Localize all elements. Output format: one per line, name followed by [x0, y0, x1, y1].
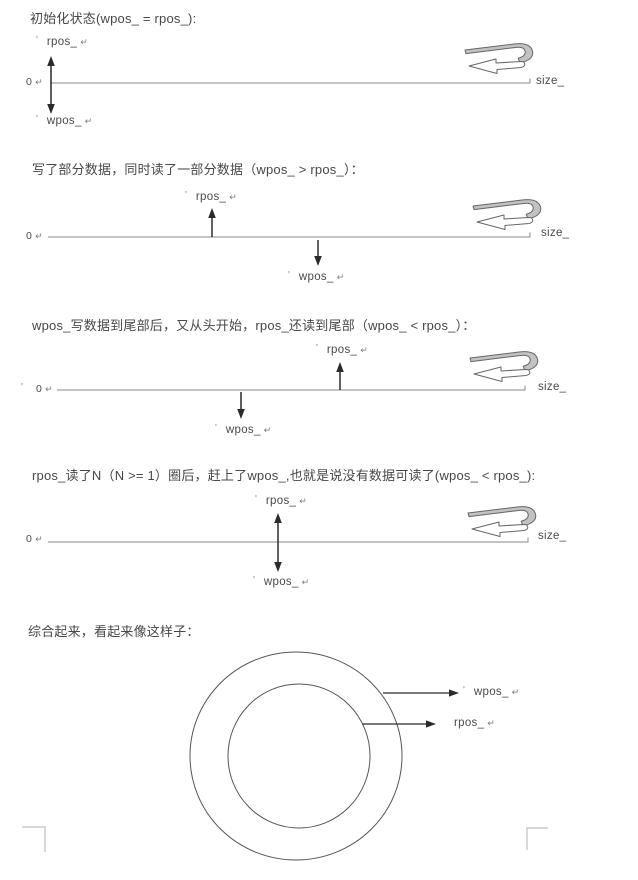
wpos-label: wpos_	[46, 115, 82, 127]
wpos-label: wpos_	[298, 271, 334, 283]
tick-mark: '	[255, 494, 257, 505]
paragraph-return-mark: ↵	[35, 534, 43, 544]
paragraph-return-mark: ↵	[35, 231, 43, 241]
tick-mark: '	[463, 685, 465, 696]
paragraph-return-mark: ↵	[336, 272, 345, 282]
section1-heading: 初始化状态(wpos_ = rpos_):	[30, 11, 197, 26]
zero-label: 0	[26, 230, 33, 242]
page-corner-mark-right	[526, 827, 548, 850]
paragraph-return-mark: ↵	[360, 345, 368, 355]
tick-mark: '	[288, 270, 290, 281]
wpos-label: wpos_	[225, 424, 261, 436]
tick-mark: '	[215, 423, 217, 434]
loop-arrow-icon	[467, 506, 537, 537]
rpos-label-row: ' rpos_↵	[185, 190, 237, 203]
wpos-label-row: ' wpos_↵	[253, 575, 309, 588]
timeline-diagram-3	[57, 351, 539, 419]
tick-mark: '	[36, 35, 38, 46]
paragraph-return-mark: ↵	[45, 384, 53, 394]
paragraph-return-mark: ↵	[301, 577, 310, 587]
wpos-label: wpos_	[473, 686, 509, 698]
paragraph-return-mark: ↵	[263, 425, 272, 435]
zero-label: 0	[26, 76, 33, 88]
zero-label-row: 0↵	[26, 76, 43, 88]
rpos-label: rpos_	[326, 344, 358, 356]
write-pointer-arrowhead	[237, 409, 245, 419]
wpos-label-row: ' wpos_↵	[463, 685, 519, 698]
page-corner-mark-left	[22, 826, 46, 852]
write-pointer-arrowhead	[314, 256, 322, 266]
wpos-label: wpos_	[263, 576, 299, 588]
section5-heading: 综合起来，看起来像这样子：	[28, 624, 200, 639]
zero-label: 0	[26, 533, 33, 545]
paragraph-return-mark: ↵	[80, 37, 88, 47]
rpos-label: rpos_	[454, 717, 485, 729]
loop-arrow-icon	[464, 43, 534, 74]
rpos-label-row: rpos_↵	[454, 717, 495, 729]
rpos-label: rpos_	[265, 495, 297, 507]
size-label: size_	[541, 227, 570, 239]
tick-mark: '	[21, 382, 23, 393]
tick-mark: '	[253, 575, 255, 586]
zero-label-row: 0↵	[36, 383, 53, 395]
ring-diagram	[189, 651, 459, 861]
timeline-diagram-4	[48, 506, 537, 572]
wpos-label-row: ' wpos_↵	[36, 114, 92, 127]
read-pointer-arrowhead	[47, 56, 55, 66]
outer-ring	[189, 651, 403, 861]
tick-mark: '	[185, 190, 187, 201]
loop-arrow-icon	[472, 199, 542, 230]
paragraph-return-mark: ↵	[511, 687, 520, 697]
paragraph-return-mark: ↵	[84, 116, 93, 126]
tick-mark: '	[36, 114, 38, 125]
paragraph-return-mark: ↵	[487, 718, 495, 728]
paragraph-return-mark: ↵	[35, 77, 43, 87]
tick-mark: '	[316, 343, 318, 354]
timeline-diagram-2	[48, 199, 542, 266]
read-pointer-arrowhead	[208, 208, 216, 218]
rpos-callout-arrowhead	[426, 720, 436, 728]
zero-label: 0	[36, 383, 43, 395]
timeline-diagram-1	[47, 43, 534, 114]
rpos-label-row: ' rpos_↵	[255, 494, 307, 507]
size-label: size_	[536, 75, 565, 87]
rpos-label-row: ' rpos_↵	[36, 35, 88, 48]
read-pointer-arrowhead	[274, 513, 282, 523]
zero-label-row: 0↵	[26, 230, 43, 242]
rpos-label: rpos_	[195, 191, 227, 203]
loop-arrow-icon	[469, 351, 539, 382]
rpos-label: rpos_	[46, 36, 78, 48]
rpos-label-row: ' rpos_↵	[316, 343, 368, 356]
size-label: size_	[538, 381, 567, 393]
inner-ring	[227, 683, 371, 829]
paragraph-return-mark: ↵	[299, 496, 307, 506]
section4-heading: rpos_读了N（N >= 1）圈后，赶上了wpos_,也就是说没有数据可读了(…	[32, 468, 536, 483]
read-pointer-arrowhead	[336, 362, 344, 372]
write-pointer-arrowhead	[47, 104, 55, 114]
paragraph-return-mark: ↵	[229, 192, 237, 202]
wpos-label-row: ' wpos_↵	[215, 423, 271, 436]
zero-label-row: 0↵	[26, 533, 43, 545]
write-pointer-arrowhead	[274, 562, 282, 572]
wpos-label-row: ' wpos_↵	[288, 270, 344, 283]
section2-heading: 写了部分数据，同时读了一部分数据（wpos_ > rpos_）：	[32, 162, 364, 177]
wpos-callout-arrowhead	[449, 689, 459, 697]
size-label: size_	[538, 530, 567, 542]
section3-heading: wpos_写数据到尾部后，又从头开始，rpos_还读到尾部（wpos_ < rp…	[32, 318, 476, 333]
